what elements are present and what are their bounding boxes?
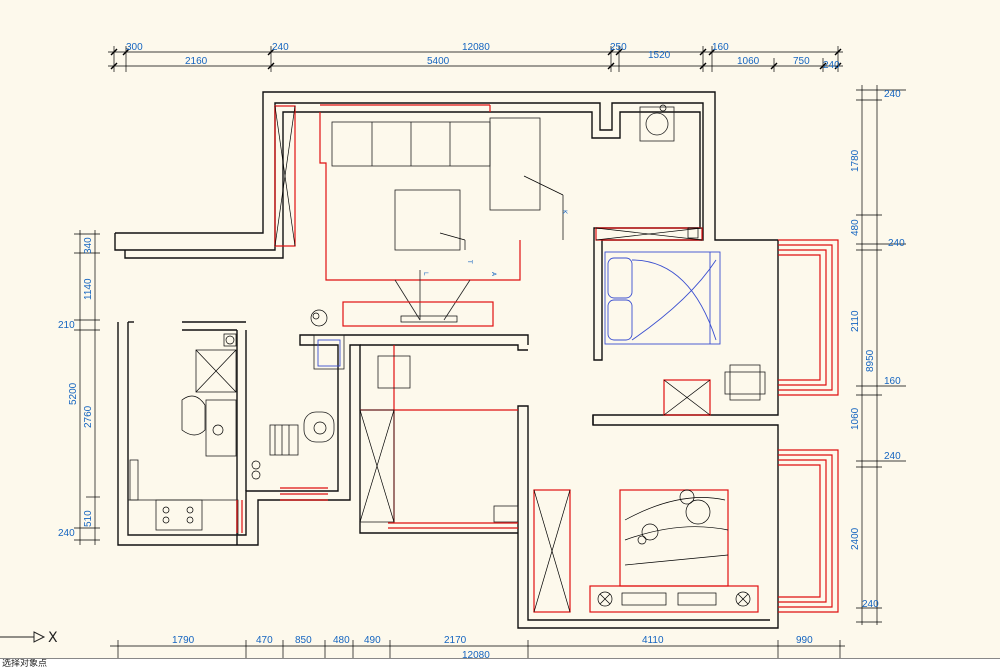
left-dim-1: 340: [83, 237, 94, 254]
right-dim-3: 480: [850, 219, 861, 236]
left-dim-3: 210: [58, 320, 75, 331]
bottom-dim-4: 480: [333, 635, 350, 646]
right-dim-9: 240: [884, 451, 901, 462]
double-bed: [604, 251, 721, 345]
left-dimension-chain: 340 1140 210 5200 2760 510 240: [58, 230, 100, 545]
tv-cabinet: [342, 301, 494, 327]
top-dimension-chain: 300 240 12080 250 160 2160 5400 1520 106…: [108, 42, 843, 72]
second-bedroom: [359, 345, 519, 529]
ucs-axis-icon: X: [0, 630, 58, 646]
bedroom-chair: [377, 355, 411, 389]
axis-x-label: X: [48, 630, 58, 646]
top-dim-4: 160: [712, 42, 729, 53]
top-dim-5: 2160: [185, 56, 208, 67]
kitchen: [127, 333, 239, 536]
svg-text:K: K: [561, 210, 568, 215]
right-dim-2: 1780: [850, 149, 861, 172]
top-dim-9: 750: [793, 56, 810, 67]
third-bedroom: [533, 449, 839, 613]
bottom-dim-1: 1790: [172, 635, 195, 646]
bathroom: [236, 334, 345, 533]
washing-machine: [639, 104, 675, 142]
coffee-table: [394, 189, 461, 251]
left-dim-7: 240: [58, 528, 75, 539]
right-dim-8: 1060: [850, 407, 861, 430]
desk-chair: [729, 364, 761, 401]
command-line[interactable]: 选择对象点: [0, 658, 1000, 668]
living-room: K L T A: [274, 104, 568, 327]
right-dim-6: 8950: [865, 349, 876, 372]
outer-walls: [114, 91, 779, 629]
top-dim-1: 300: [126, 42, 143, 53]
master-bedroom: [595, 227, 839, 416]
chaise-lounge: [489, 117, 541, 211]
svg-text:T: T: [466, 259, 473, 264]
toilet: [303, 411, 335, 443]
bottom-dim-5: 490: [364, 635, 381, 646]
right-dim-1: 240: [884, 89, 901, 100]
svg-text:A: A: [490, 272, 497, 277]
sink: [205, 399, 237, 457]
bottom-dim-2: 470: [256, 635, 273, 646]
bed-lower: [619, 489, 729, 587]
top-dim-7: 1520: [648, 50, 671, 61]
top-dim-10: 240: [823, 60, 840, 71]
command-prompt: 选择对象点: [2, 659, 48, 668]
right-dim-7: 160: [884, 376, 901, 387]
top-dim-2: 240: [272, 42, 289, 53]
bottom-dim-6: 2170: [444, 635, 467, 646]
bottom-dim-3: 850: [295, 635, 312, 646]
top-dim-3: 250: [610, 42, 627, 53]
fridge: [195, 349, 237, 393]
right-dim-5: 2110: [850, 310, 861, 332]
top-dim-total: 12080: [462, 42, 490, 53]
right-dimension-chain: 240 1780 480 240 2110 8950 160 1060 240 …: [850, 85, 906, 625]
svg-text:L: L: [422, 272, 429, 276]
bottom-dim-7: 4110: [642, 635, 664, 646]
left-dim-5: 2760: [83, 405, 94, 428]
bottom-dim-total: 12080: [462, 650, 490, 661]
top-dim-8: 1060: [737, 56, 760, 67]
right-dim-4: 240: [888, 238, 905, 249]
right-dim-11: 240: [862, 599, 879, 610]
top-dim-6: 5400: [427, 56, 450, 67]
left-dim-2: 1140: [83, 278, 94, 300]
bottom-dim-8: 990: [796, 635, 813, 646]
left-dim-6: 510: [83, 510, 94, 527]
right-dim-10: 2400: [850, 527, 861, 550]
left-dim-4: 5200: [68, 382, 79, 405]
